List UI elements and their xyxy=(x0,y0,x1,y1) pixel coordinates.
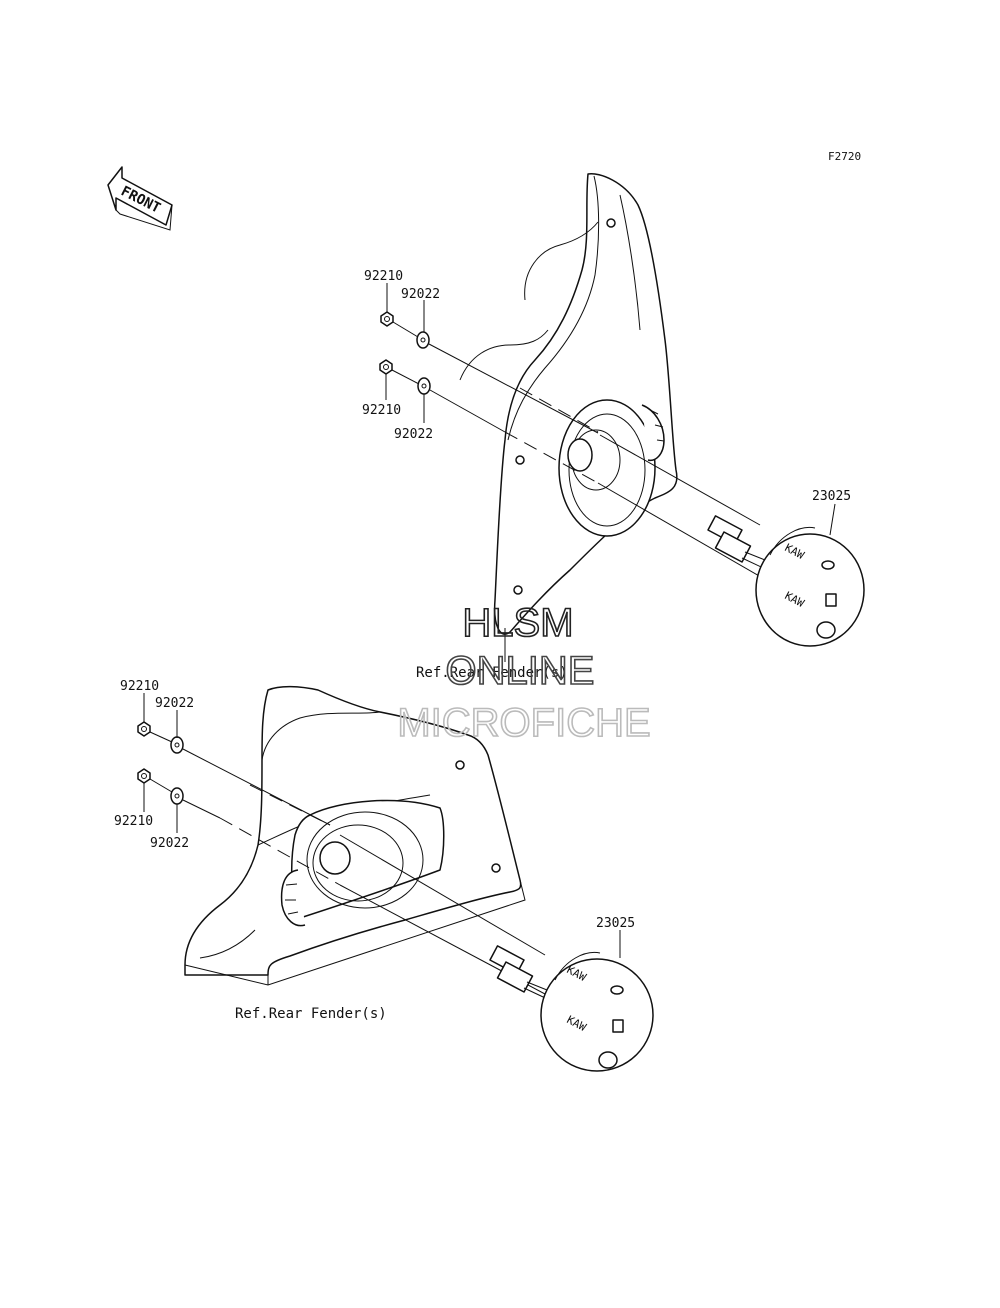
upper-license-lamp: KAW KAW xyxy=(707,515,865,647)
lower-nut-top xyxy=(137,721,151,737)
upper-label-nut-top: 92210 xyxy=(364,269,403,284)
lower-nut-bottom xyxy=(137,768,151,784)
watermark-line3: MICROFICHE xyxy=(397,701,650,745)
upper-washer-top xyxy=(416,331,430,349)
upper-label-lamp: 23025 xyxy=(812,489,851,504)
lower-label-nut-bottom: 92210 xyxy=(114,814,153,829)
front-arrow-icon: FRONT xyxy=(107,166,173,231)
lower-assembly: KAW KAW 92210 92022 92210 92022 23025 Re… xyxy=(114,679,654,1072)
upper-ref-fender: Ref.Rear Fender(s) xyxy=(416,665,568,681)
watermark: HLSM ONLINE MICROFICHE xyxy=(397,600,652,746)
upper-label-washer-bottom: 92022 xyxy=(394,427,433,442)
lower-label-nut-top: 92210 xyxy=(120,679,159,694)
lower-ref-fender: Ref.Rear Fender(s) xyxy=(235,1006,387,1022)
lower-washer-bottom xyxy=(170,787,184,805)
lower-label-lamp: 23025 xyxy=(596,916,635,931)
upper-nut-top xyxy=(380,311,394,327)
lower-label-washer-top: 92022 xyxy=(155,696,194,711)
watermark-line1: HLSM xyxy=(462,601,573,645)
figure-code: F2720 xyxy=(828,150,861,163)
upper-nut-bottom xyxy=(379,359,393,375)
upper-washer-bottom xyxy=(417,377,431,395)
upper-rear-fender xyxy=(459,173,678,635)
upper-assembly: KAW KAW 92210 92022 92210 92022 23025 Re… xyxy=(362,173,865,681)
lower-license-lamp: KAW KAW xyxy=(489,945,654,1072)
upper-label-nut-bottom: 92210 xyxy=(362,403,401,418)
lower-washer-top xyxy=(170,736,184,754)
lower-rear-fender xyxy=(184,685,526,986)
upper-label-washer-top: 92022 xyxy=(401,287,440,302)
lower-label-washer-bottom: 92022 xyxy=(150,836,189,851)
watermark-line2: ONLINE xyxy=(446,649,595,693)
